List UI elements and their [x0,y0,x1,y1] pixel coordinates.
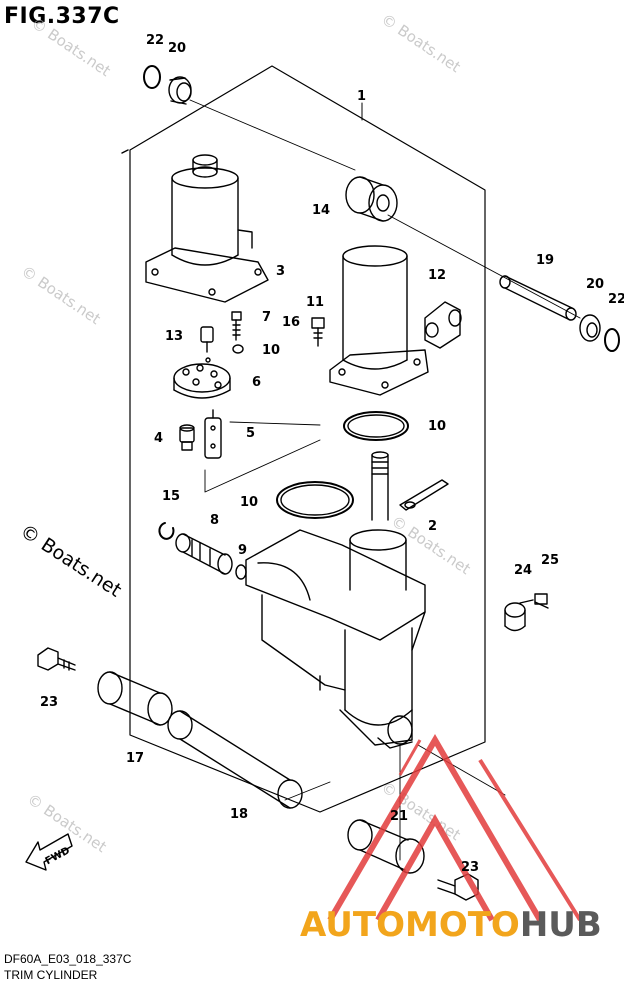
callout-11: 11 [306,295,324,310]
motor [145,154,269,303]
callout-24: 24 [514,563,532,578]
callout-22: 22 [608,292,624,307]
figure-name: TRIM CYLINDER [4,968,98,982]
callout-23: 23 [40,695,58,710]
forward-arrow-icon [25,833,73,871]
pin [499,275,577,321]
bolt [37,647,76,671]
o-ring [235,564,247,580]
callout-22: 22 [146,33,164,48]
callout-6: 6 [252,375,261,390]
check-valve [200,326,214,353]
valve-body [204,409,222,459]
bolt [231,311,242,341]
callout-10: 10 [240,495,258,510]
cushion [345,176,398,222]
callout-18: 18 [230,807,248,822]
callout-5: 5 [246,426,255,441]
callout-20: 20 [168,41,186,56]
callout-1: 1 [357,89,366,104]
figure-code: DF60A_E03_018_337C [4,952,132,966]
assembly-outline [129,65,486,813]
callout-13: 13 [165,329,183,344]
callout-labels: 22 20 1 14 3 12 19 20 22 11 16 7 13 10 6… [40,33,624,875]
o-ring [343,411,409,441]
filter [179,424,195,451]
bushing [579,314,601,342]
callout-10: 10 [428,419,446,434]
o-ring [232,344,244,354]
clip [399,479,449,511]
callout-2: 2 [428,519,437,534]
circlip [158,522,175,540]
callout-17: 17 [126,751,144,766]
callout-8: 8 [210,513,219,528]
callout-3: 3 [276,264,285,279]
o-ring [276,481,354,519]
spacer [504,602,526,632]
brand-part: AUTO [300,905,405,945]
callout-9: 9 [238,543,247,558]
callout-4: 4 [154,431,163,446]
snap-ring [604,328,620,352]
callout-14: 14 [312,203,330,218]
brand-part: HUB [519,905,602,945]
brand-wordmark: AUTOMOTOHUB [300,905,602,945]
callout-20: 20 [586,277,604,292]
manual-valve [424,301,462,349]
callout-19: 19 [536,253,554,268]
brand-part: MOTO [404,905,520,945]
snap-ring [143,65,161,89]
brand-logo-icon [327,734,582,922]
screw [311,317,325,347]
reservoir [329,245,429,396]
callout-21: 21 [390,809,408,824]
callout-10: 10 [262,343,280,358]
callout-16: 16 [282,315,300,330]
tube [167,710,303,809]
pump [173,357,231,399]
callout-25: 25 [541,553,559,568]
figure-title: FIG.337C [4,4,120,29]
callout-7: 7 [262,310,271,325]
relief-valve [175,533,233,575]
callout-15: 15 [162,489,180,504]
callout-12: 12 [428,268,446,283]
callout-23: 23 [461,860,479,875]
sleeve [97,671,173,726]
trim-cylinder-body [245,451,426,749]
bolt [519,593,549,609]
